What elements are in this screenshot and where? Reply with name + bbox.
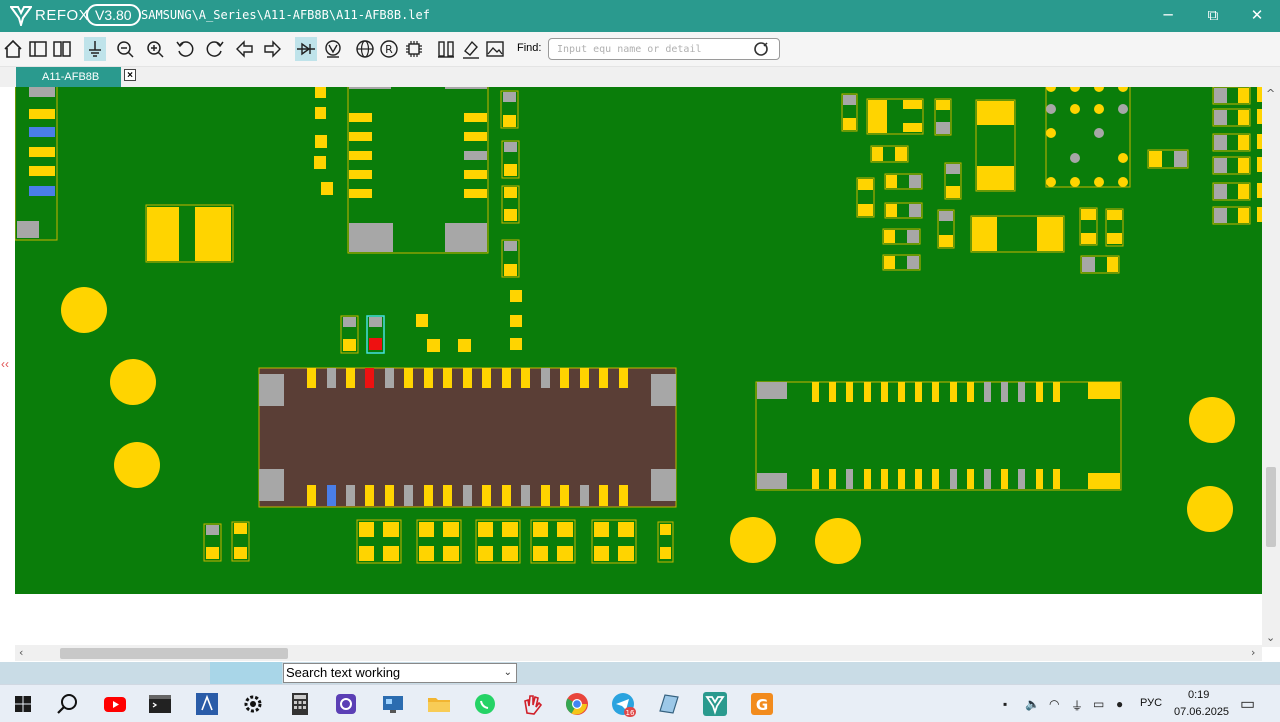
app-orange-icon[interactable]: G [749,691,775,717]
arrow-right-icon[interactable] [261,37,283,61]
registered-icon[interactable]: R [378,37,400,61]
nvidia-tray-icon[interactable]: ▪ [1003,697,1008,711]
volume-icon[interactable]: 🔈 [1025,697,1040,711]
title-bar: REFOX V3.80 SAMSUNG\A_Series\A11-AFB8B\A… [0,0,1280,32]
file-path: SAMSUNG\A_Series\A11-AFB8B\A11-AFB8B.lef [141,8,430,22]
app-purple-icon[interactable] [333,691,359,717]
settings-gear-icon[interactable] [240,691,266,717]
wifi-icon[interactable]: ◠ [1049,697,1060,711]
board-viewport[interactable]: ‹‹ [0,87,1280,645]
close-tab-icon[interactable]: × [124,69,136,81]
app-monitor-icon[interactable] [380,691,406,717]
home-icon[interactable] [2,37,24,61]
vertical-scroll-thumb[interactable] [1266,467,1276,547]
quad-pads [356,519,637,564]
single-panel-icon[interactable] [27,37,49,61]
scroll-up-icon[interactable]: ^ [1266,87,1276,100]
app-blue-icon[interactable] [194,691,220,717]
main-connector [258,367,677,508]
image-icon[interactable] [484,37,506,61]
horizontal-scroll-thumb[interactable] [60,648,288,659]
status-bar: Search text working ⌄ [0,662,1280,684]
whatsapp-icon[interactable] [472,691,498,717]
notifications-icon[interactable]: ▭ [1240,696,1256,713]
toolbar: R Find: [0,32,1280,67]
rotate-left-icon[interactable] [174,37,196,61]
search-mode-select[interactable]: Search text working ⌄ [283,663,517,683]
chevron-down-icon: ⌄ [503,667,512,678]
pcb-layout[interactable] [15,87,1262,594]
chrome-icon[interactable] [564,691,590,717]
search-mode-value: Search text working [286,665,401,680]
zoom-in-icon[interactable] [144,37,166,61]
clock-time[interactable]: 0:19 [1188,689,1210,701]
app-notes-icon[interactable] [656,691,682,717]
vertical-scrollbar[interactable]: ^ ⌄ [1262,87,1280,647]
search-icon[interactable] [752,40,770,58]
diode-icon[interactable] [295,37,317,61]
app-red-hand-icon[interactable] [519,691,545,717]
refox-logo-icon [10,6,32,26]
arrow-left-icon[interactable] [234,37,256,61]
telegram-badge: 16 [626,709,635,717]
youtube-icon[interactable] [102,691,128,717]
app-tray-icon[interactable]: ● [1116,697,1124,711]
dual-panel-icon[interactable] [51,37,73,61]
collapse-panel-arrows[interactable]: ‹‹ [1,357,9,371]
component-icon[interactable] [435,37,457,61]
version-badge: V3.80 [86,4,141,26]
refox-taskbar-icon[interactable] [702,691,728,717]
clock-date[interactable]: 07.06.2025 [1174,706,1230,718]
tab-a11-afb8b[interactable]: A11-AFB8B × [16,67,136,87]
calculator-icon[interactable] [287,691,313,717]
find-label: Find: [517,42,542,54]
svg-text:R: R [385,43,393,56]
svg-text:G: G [756,696,768,714]
telegram-icon[interactable]: 16 [610,691,636,717]
maximize-button[interactable]: ⧉ [1207,6,1219,24]
windows-start-icon[interactable] [10,691,36,717]
tab-label: A11-AFB8B [42,71,100,83]
battery-icon[interactable]: ▭ [1093,697,1105,711]
search-taskbar-icon[interactable] [55,691,81,717]
right-connector [755,381,1122,491]
usb-icon[interactable]: ⏚ [1071,699,1084,713]
terminal-icon[interactable] [147,691,173,717]
horizontal-scrollbar[interactable]: ‹ › [15,645,1262,661]
file-explorer-icon[interactable] [426,691,452,717]
paint-icon[interactable] [460,37,482,61]
ground-icon[interactable] [84,37,106,61]
scroll-right-icon[interactable]: › [1251,646,1256,659]
rotate-right-icon[interactable] [204,37,226,61]
close-button[interactable]: ✕ [1250,6,1264,24]
find-input[interactable] [548,38,780,60]
voltage-icon[interactable] [322,37,344,61]
status-segment [210,662,282,684]
document-tabs: A11-AFB8B × [0,67,1280,87]
windows-taskbar: 16 G ▪ 🔈 ◠ ⏚ ▭ ● РУС 0:19 07.06.2025 ▭ [0,684,1280,722]
scroll-left-icon[interactable]: ‹ [19,646,24,659]
scroll-down-icon[interactable]: ⌄ [1266,631,1276,644]
pcb-board[interactable] [15,87,1262,594]
zoom-out-icon[interactable] [114,37,136,61]
language-indicator[interactable]: РУС [1140,697,1163,709]
chip-icon[interactable] [403,37,425,61]
app-name: REFOX [35,7,90,24]
minimize-button[interactable]: ─ [1163,6,1173,24]
globe-icon[interactable] [354,37,376,61]
